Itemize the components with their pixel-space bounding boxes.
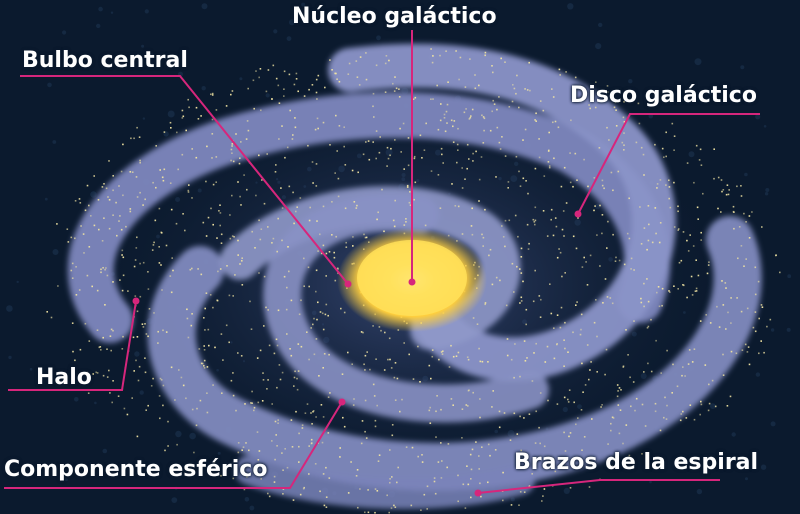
leader-line-bulbo [20,75,349,285]
endpoint-bulbo [344,280,352,288]
leader-line-disco [577,113,760,215]
spiral-arm-tail [235,455,535,509]
leader-line-componente [4,401,343,489]
endpoint-disco [574,210,582,218]
spiral-arms [67,43,762,509]
label-disco-galactico: Disco galáctico [570,83,757,108]
spiral-arm-inner [263,193,549,423]
leader-endpoints [132,210,582,497]
leader-line-brazos [477,479,720,494]
leader-lines [4,30,760,494]
endpoint-halo [132,297,140,305]
label-brazos-espiral: Brazos de la espiral [514,450,759,475]
endpoint-brazos [474,489,482,497]
endpoint-nucleo [408,278,416,286]
spiral-arm-top [328,43,676,382]
endpoint-componente [338,398,346,406]
leader-line-halo [8,300,137,391]
label-bulbo-central: Bulbo central [22,48,188,73]
label-nucleo-galactico: Núcleo galáctico [292,4,497,29]
label-halo: Halo [36,365,92,390]
spiral-arm-right-outer [147,216,762,491]
label-componente-esferico: Componente esférico [4,457,268,482]
